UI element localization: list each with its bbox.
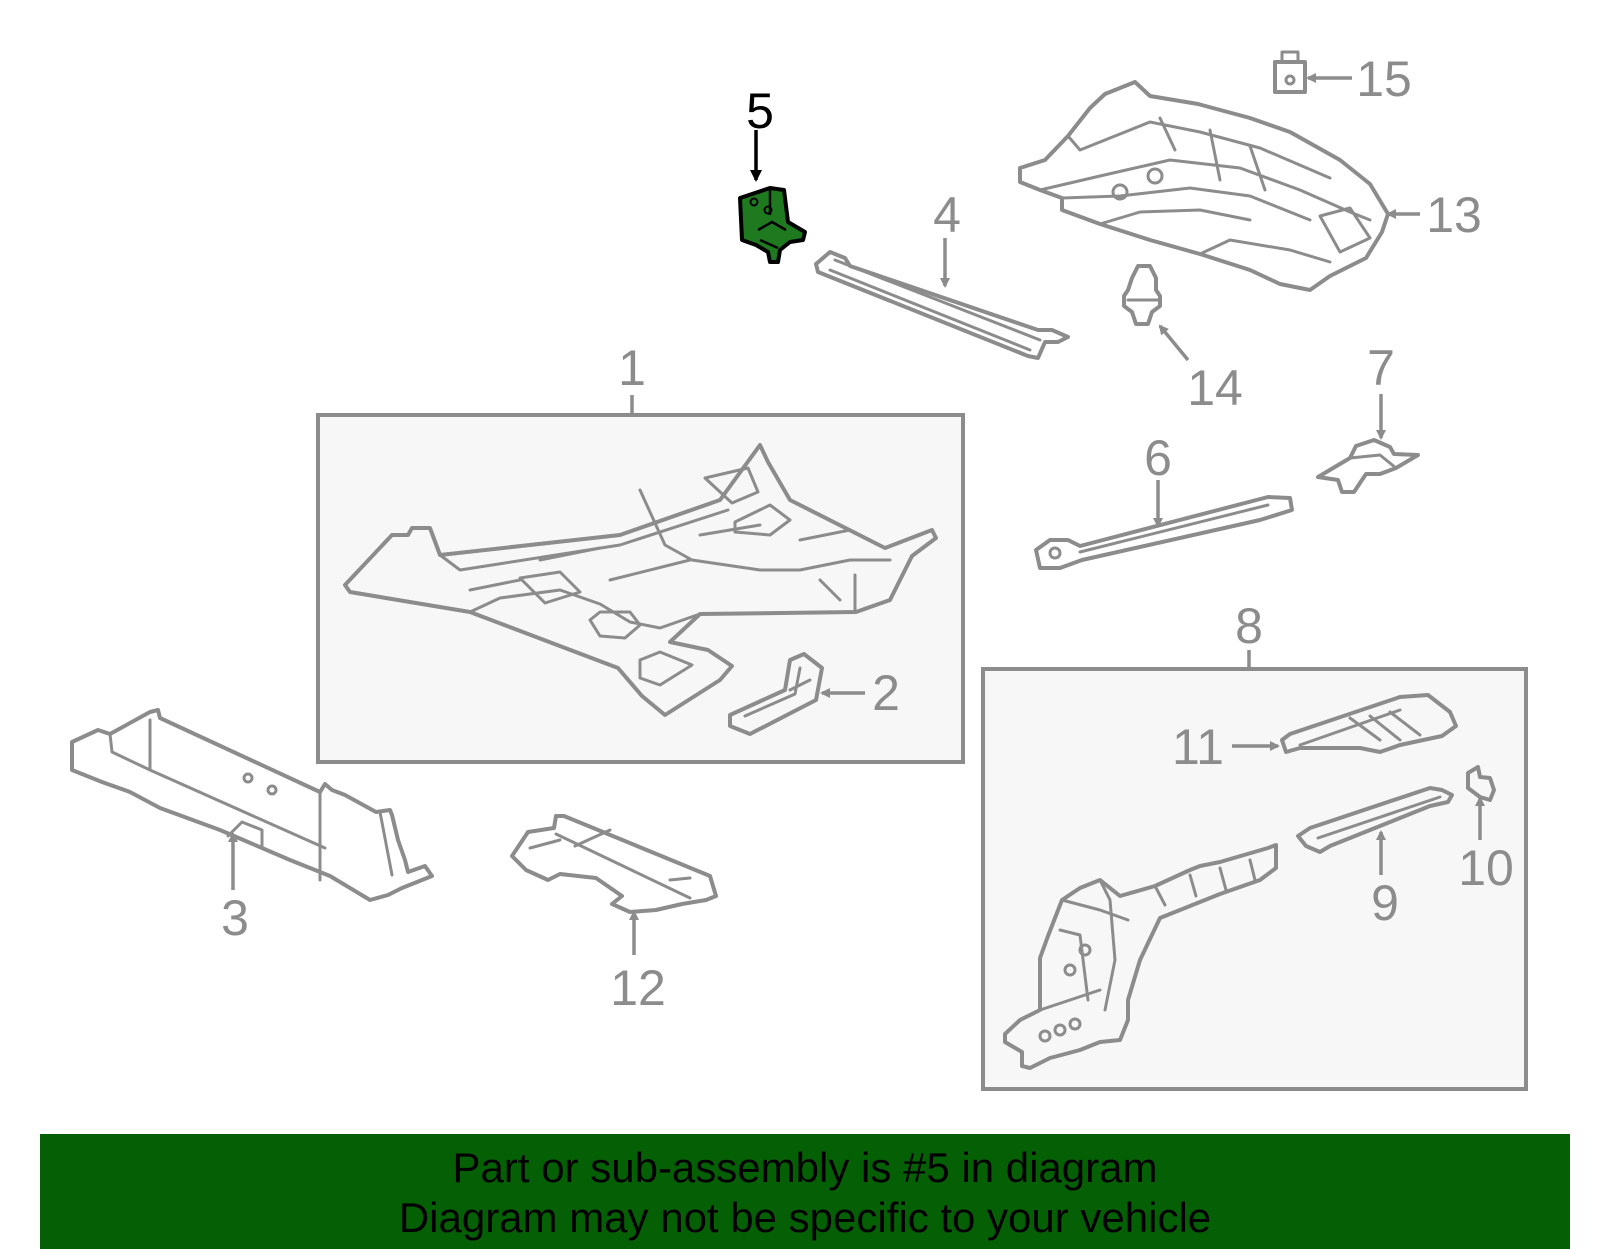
part-13-rear-floor — [1018, 80, 1390, 292]
part-5-bracket-highlighted — [738, 186, 807, 264]
callout-13[interactable]: 13 — [1426, 187, 1482, 243]
callout-14[interactable]: 14 — [1187, 360, 1243, 416]
part-14-clip — [1122, 264, 1162, 326]
callout-9[interactable]: 9 — [1371, 875, 1399, 931]
part-4-rail — [814, 250, 1070, 360]
callout-15[interactable]: 15 — [1356, 51, 1412, 107]
callout-12[interactable]: 12 — [610, 960, 666, 1016]
part-12-support — [510, 814, 718, 914]
info-banner: Part or sub-assembly is #5 in diagram Di… — [40, 1134, 1570, 1249]
assembly-1-box — [316, 413, 965, 764]
callout-3[interactable]: 3 — [221, 890, 249, 946]
callout-10[interactable]: 10 — [1458, 840, 1514, 896]
parts-diagram: 1 2 3 4 5 6 7 8 9 10 11 12 13 14 15 — [70, 50, 1528, 1091]
banner-line-1: Part or sub-assembly is #5 in diagram — [452, 1144, 1158, 1191]
part-8-side-member-assembly — [1003, 843, 1278, 1070]
banner-line-2: Diagram may not be specific to your vehi… — [398, 1194, 1212, 1241]
part-1-floor-pan — [343, 443, 938, 717]
part-15-nut — [1273, 50, 1307, 94]
part-7-clip — [1316, 438, 1420, 494]
part-10-clip — [1466, 765, 1496, 802]
leader-14 — [1158, 324, 1190, 362]
callout-2[interactable]: 2 — [872, 665, 900, 721]
callout-5[interactable]: 5 — [746, 83, 774, 139]
callout-6[interactable]: 6 — [1144, 430, 1172, 486]
part-3-crossmember — [70, 708, 434, 902]
callout-8[interactable]: 8 — [1235, 598, 1263, 654]
part-9-rail — [1296, 786, 1454, 854]
part-6-rod — [1034, 495, 1294, 570]
callout-1[interactable]: 1 — [618, 340, 646, 396]
callout-4[interactable]: 4 — [933, 187, 961, 243]
callout-7[interactable]: 7 — [1367, 340, 1395, 396]
part-2-bracket — [728, 652, 824, 736]
callout-11[interactable]: 11 — [1172, 719, 1224, 775]
part-11-extension — [1280, 693, 1458, 754]
